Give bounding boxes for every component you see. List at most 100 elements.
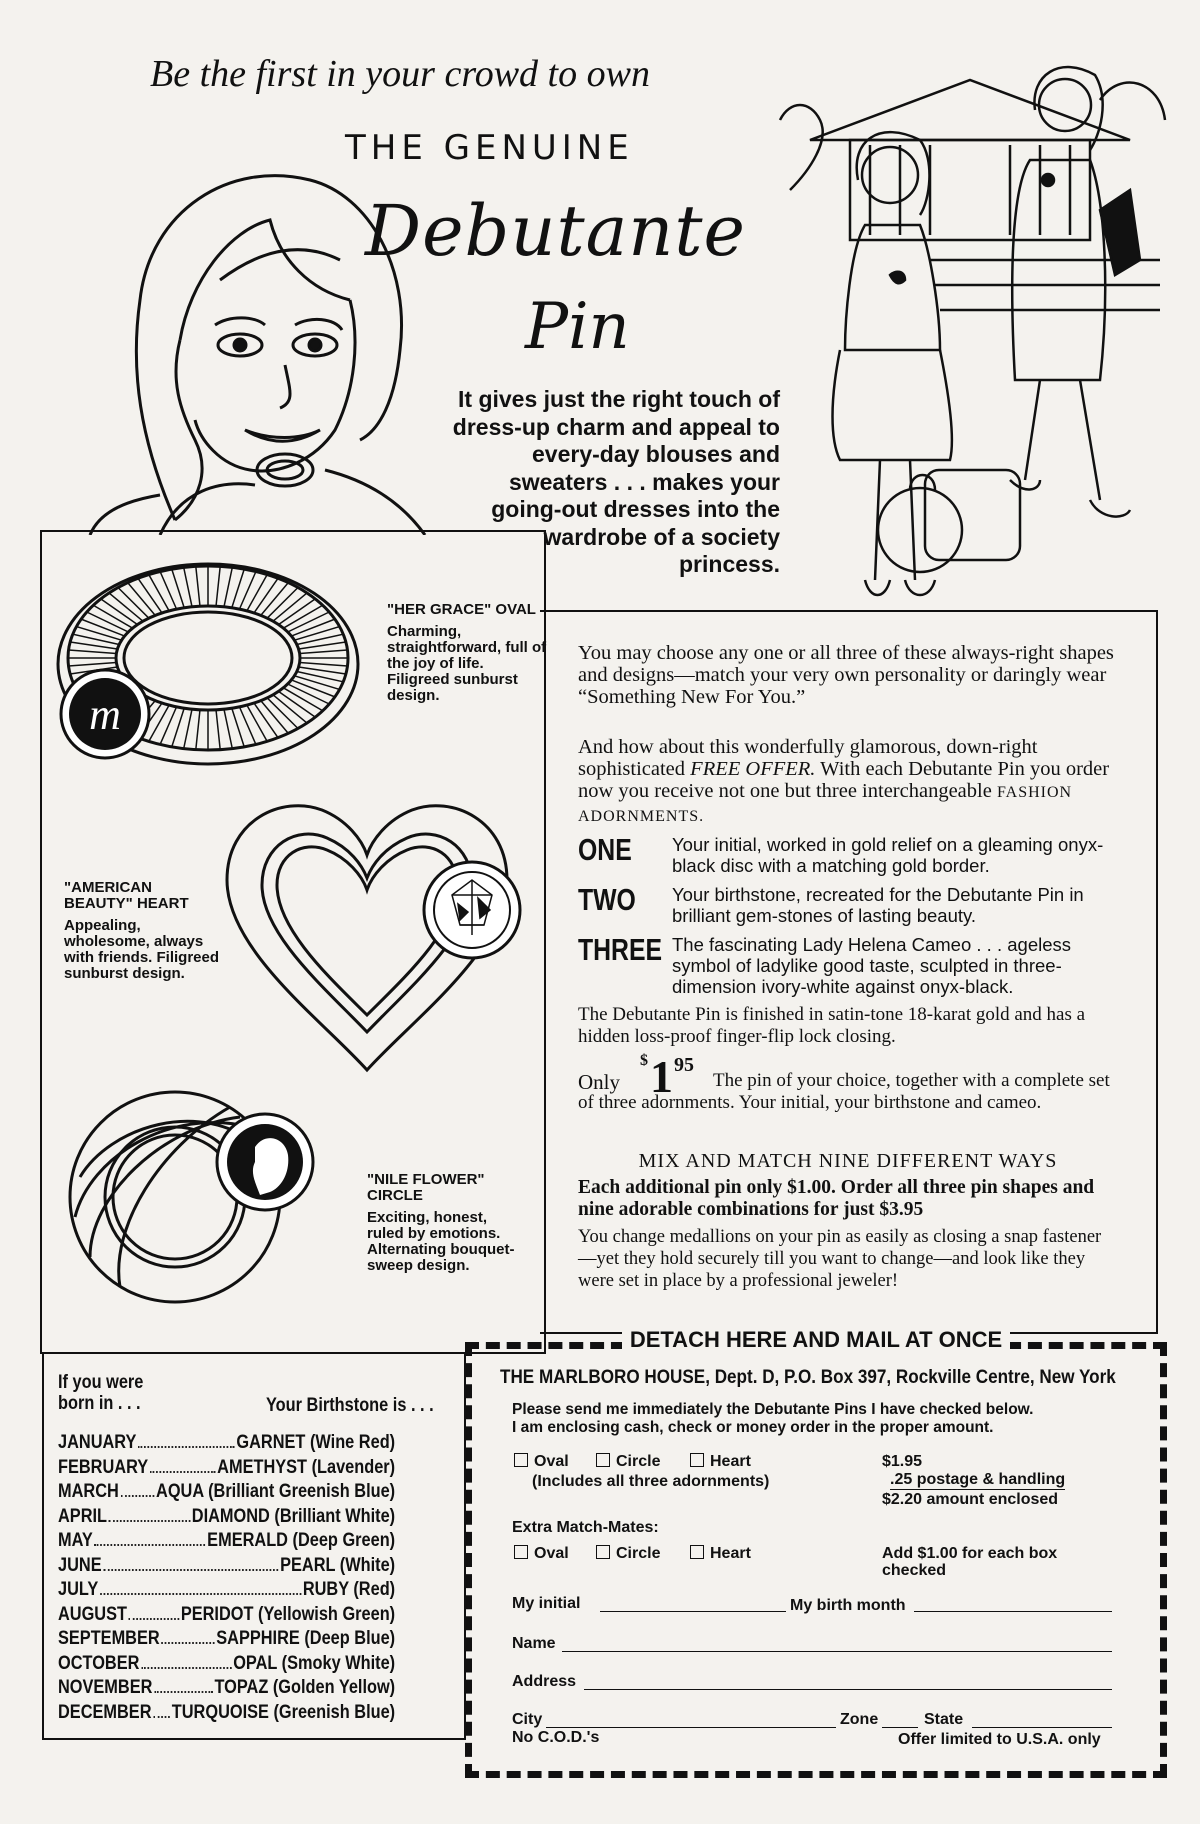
state-field[interactable] — [972, 1727, 1112, 1728]
city-field[interactable] — [546, 1727, 836, 1728]
city-label: City — [512, 1711, 543, 1728]
birthstone-stone: PERIDOT (Yellowish Green) — [180, 1603, 396, 1625]
item-one-text: Your initial, worked in gold relief on a… — [672, 834, 1104, 876]
circle-pin-desc: Exciting, honest, ruled by emotions. Alt… — [367, 1209, 515, 1274]
price-cents: 95 — [674, 1054, 694, 1076]
born-in-label: born in . . . — [58, 1393, 141, 1414]
item-three-text: The fascinating Lady Helena Cameo . . . … — [672, 934, 1072, 997]
leader-dots — [154, 1677, 213, 1693]
intro-text: It gives just the right touch of dress-u… — [452, 386, 780, 577]
extra-oval-label: Oval — [534, 1545, 569, 1562]
birthstone-stone: OPAL (Smoky White) — [233, 1652, 396, 1674]
offer-p2-body: With each Debutante Pin you order now yo… — [578, 758, 1110, 802]
price-line-3: $2.20 amount enclosed — [882, 1491, 1059, 1508]
extra-heart-checkbox[interactable] — [690, 1545, 704, 1559]
offer-paragraph-1: You may choose any one or all three of t… — [578, 642, 1114, 708]
address-field[interactable] — [584, 1689, 1112, 1690]
mix-and-match-heading: MIX AND MATCH NINE DIFFERENT WAYS — [638, 1150, 1058, 1172]
leader-dots — [138, 1432, 235, 1448]
birthstone-header-right: Your Birthstone is . . . — [266, 1395, 434, 1416]
birthstone-month: APRIL — [58, 1505, 108, 1527]
coupon-address: THE MARLBORO HOUSE, Dept. D, P.O. Box 39… — [500, 1367, 1116, 1388]
circle-checkbox[interactable] — [596, 1453, 610, 1467]
birthstone-month: MARCH — [58, 1481, 119, 1502]
item-two-number: TWO — [578, 882, 636, 917]
extra-oval-checkbox[interactable] — [514, 1545, 528, 1559]
oval-medallion-initial: m — [89, 690, 121, 739]
birthstone-stone: EMERALD (Deep Green) — [207, 1530, 396, 1551]
heart-pin-name: "AMERICAN BEAUTY" HEART — [64, 879, 189, 912]
birthstone-month: AUGUST — [58, 1603, 128, 1625]
birthstone-stone: SAPPHIRE (Deep Blue) — [216, 1628, 396, 1649]
price-main: 1 — [650, 1051, 673, 1102]
birthstone-stone: RUBY (Red) — [302, 1579, 396, 1600]
offer-p2-lead: And how about this wonderfully glamorous… — [578, 736, 1038, 780]
oval-option[interactable]: Oval — [514, 1453, 569, 1471]
offer-panel: You may choose any one or all three of t… — [540, 610, 1158, 1334]
birthstone-table: If you were born in . . . Your Birthston… — [42, 1352, 466, 1740]
detach-heading-wrap: DETACH HERE AND MAIL AT ONCE — [472, 1327, 1160, 1353]
extra-circle-label: Circle — [616, 1545, 661, 1562]
additional-pin-paragraph: Each additional pin only $1.00. Order al… — [578, 1177, 1095, 1220]
heart-pin-caption: "AMERICAN BEAUTY" HEART Appealing, whole… — [64, 880, 224, 982]
heart-checkbox[interactable] — [690, 1453, 704, 1467]
tagline: Be the first in your crowd to own — [150, 53, 650, 95]
leader-dots — [94, 1530, 206, 1546]
name-field[interactable] — [562, 1651, 1112, 1652]
oval-pin-caption: "HER GRACE" OVAL Charming, straightforwa… — [387, 602, 547, 704]
zone-field[interactable] — [882, 1727, 918, 1728]
the-genuine-heading: THE GENUINE — [345, 128, 634, 168]
heart-pin-desc: Appealing, wholesome, always with friend… — [64, 917, 220, 982]
heart-option-label: Heart — [710, 1453, 751, 1470]
address-label: Address — [512, 1673, 577, 1690]
no-cod-note: No C.O.D.'s — [512, 1729, 600, 1746]
state-label: State — [924, 1711, 964, 1728]
birthstone-row: AUGUST PERIDOT (Yellowish Green) — [58, 1604, 395, 1626]
birthstone-header-left: If you were born in . . . — [58, 1372, 143, 1414]
heart-option[interactable]: Heart — [690, 1453, 751, 1471]
finish-paragraph: The Debutante Pin is finished in satin-t… — [578, 1004, 1086, 1047]
heart-pin-illustration — [225, 804, 522, 1073]
birthstone-month: NOVEMBER — [58, 1677, 153, 1698]
order-coupon: DETACH HERE AND MAIL AT ONCE THE MARLBOR… — [465, 1327, 1167, 1778]
extra-circle-checkbox[interactable] — [596, 1545, 610, 1559]
extra-circle-option[interactable]: Circle — [596, 1545, 660, 1563]
birthstone-stone: DIAMOND (Brilliant White) — [191, 1505, 396, 1527]
birthstone-stone: TOPAZ (Golden Yellow) — [214, 1677, 396, 1698]
circle-option[interactable]: Circle — [596, 1453, 660, 1471]
my-initial-label: My initial — [512, 1595, 581, 1612]
birthstone-stone: TURQUOISE (Greenish Blue) — [171, 1701, 396, 1723]
birthstone-month: OCTOBER — [58, 1652, 140, 1674]
leader-dots — [120, 1481, 155, 1497]
birthstone-month: JANUARY — [58, 1432, 137, 1453]
two-girls-illustration — [778, 65, 1167, 597]
my-birth-month-field[interactable] — [914, 1611, 1112, 1612]
leader-dots — [161, 1628, 215, 1644]
extra-oval-option[interactable]: Oval — [514, 1545, 569, 1563]
birthstone-stone: AMETHYST (Lavender) — [217, 1456, 396, 1478]
send-line-1: Please send me immediately the Debutante… — [512, 1401, 1034, 1418]
add-note-1: Add $1.00 for each box — [882, 1545, 1058, 1562]
birthstone-month: SEPTEMBER — [58, 1628, 160, 1649]
oval-checkbox[interactable] — [514, 1453, 528, 1467]
leader-dots — [108, 1506, 191, 1522]
oval-pin-desc: Charming, straightforward, full of the j… — [387, 623, 547, 704]
pin-styles-panel: m "HER GRACE" OVAL Charming, straightfor… — [40, 530, 546, 1354]
usa-only-note: Offer limited to U.S.A. only — [898, 1731, 1101, 1748]
offer-paragraph-2: And how about this wonderfully glamorous… — [578, 736, 1118, 828]
birthstone-row: APRIL DIAMOND (Brilliant White) — [58, 1506, 395, 1528]
includes-note: (Includes all three adornments) — [532, 1473, 770, 1490]
price-paragraph: The pin of your choice, together with a … — [578, 1070, 1110, 1113]
birthstone-month: JUNE — [58, 1554, 102, 1576]
extra-heart-option[interactable]: Heart — [690, 1545, 751, 1563]
leader-dots — [149, 1457, 216, 1473]
my-initial-field[interactable] — [600, 1611, 786, 1612]
send-line-2: I am enclosing cash, check or money orde… — [512, 1419, 994, 1436]
zone-label: Zone — [840, 1711, 879, 1728]
birthstone-month: MAY — [58, 1530, 93, 1551]
my-birth-month-label: My birth month — [790, 1597, 906, 1614]
free-offer-text: FREE OFFER. — [690, 758, 816, 780]
